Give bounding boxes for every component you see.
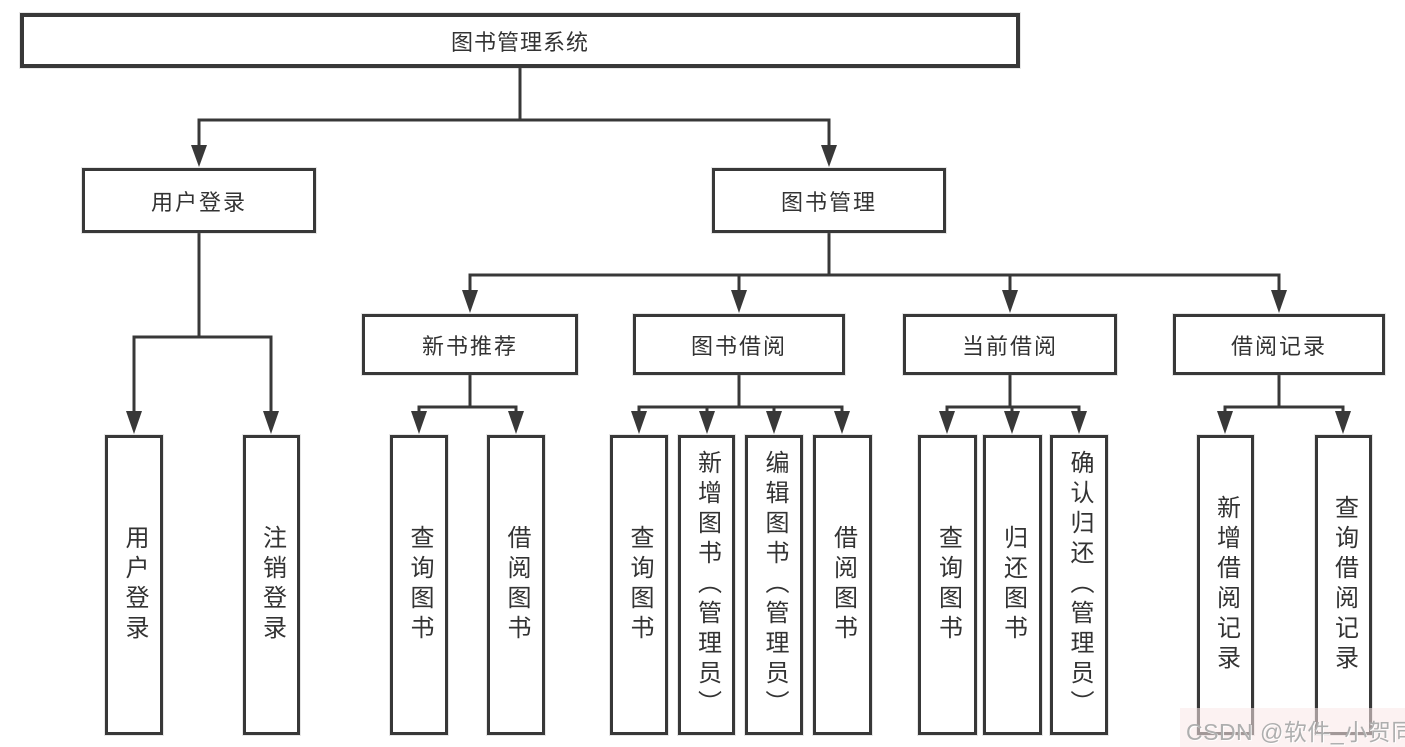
leaf-borrowing-query-book: 查询图书 xyxy=(610,435,668,735)
leaf-recommend-borrow-book: 借阅图书 xyxy=(487,435,545,735)
leaf-label: 注销登录 xyxy=(258,525,286,645)
leaf-label: 归还图书 xyxy=(999,525,1027,645)
node-current-borrowing: 当前借阅 xyxy=(903,314,1117,375)
leaf-records-add-record: 新增借阅记录 xyxy=(1197,435,1254,735)
leaf-records-query-record: 查询借阅记录 xyxy=(1315,435,1372,735)
node-label: 用户登录 xyxy=(150,189,247,215)
leaf-label: 借阅图书 xyxy=(503,525,530,645)
leaf-current-return-book: 归还图书 xyxy=(983,435,1042,735)
leaf-label: 新增图书（管理员） xyxy=(693,450,721,720)
node-user-login: 用户登录 xyxy=(82,168,316,233)
leaf-label: 查询图书 xyxy=(406,525,433,645)
node-new-book-recommendation: 新书推荐 xyxy=(362,314,578,375)
leaf-label: 新增借阅记录 xyxy=(1212,495,1240,675)
leaf-label: 借阅图书 xyxy=(829,525,857,645)
node-label: 借阅记录 xyxy=(1230,333,1327,359)
leaf-label: 确认归还（管理员） xyxy=(1066,450,1093,720)
node-label: 图书借阅 xyxy=(690,333,787,359)
node-book-management: 图书管理 xyxy=(712,168,946,233)
node-label: 当前借阅 xyxy=(961,333,1058,359)
node-label: 图书管理系统 xyxy=(450,29,589,55)
watermark-background xyxy=(1180,708,1405,747)
node-library-management-system: 图书管理系统 xyxy=(20,13,1020,68)
leaf-label: 查询图书 xyxy=(934,525,962,645)
leaf-borrowing-add-book-admin: 新增图书（管理员） xyxy=(678,435,735,735)
leaf-label: 编辑图书（管理员） xyxy=(761,450,788,720)
node-borrowing-records: 借阅记录 xyxy=(1173,314,1385,375)
leaf-user-login: 用户登录 xyxy=(105,435,163,735)
node-book-borrowing: 图书借阅 xyxy=(633,314,845,375)
leaf-logout: 注销登录 xyxy=(243,435,300,735)
leaf-label: 查询图书 xyxy=(626,525,653,645)
leaf-label: 用户登录 xyxy=(121,525,148,645)
leaf-label: 查询借阅记录 xyxy=(1330,495,1358,675)
node-label: 图书管理 xyxy=(780,189,877,215)
leaf-borrowing-edit-book-admin: 编辑图书（管理员） xyxy=(745,435,803,735)
leaf-current-confirm-return-admin: 确认归还（管理员） xyxy=(1050,435,1108,735)
node-label: 新书推荐 xyxy=(421,333,518,359)
leaf-borrowing-borrow-book: 借阅图书 xyxy=(813,435,872,735)
leaf-current-query-book: 查询图书 xyxy=(918,435,977,735)
leaf-recommend-query-book: 查询图书 xyxy=(390,435,448,735)
csdn-watermark: CSDN @软件_小贺同学 xyxy=(1186,719,1405,745)
